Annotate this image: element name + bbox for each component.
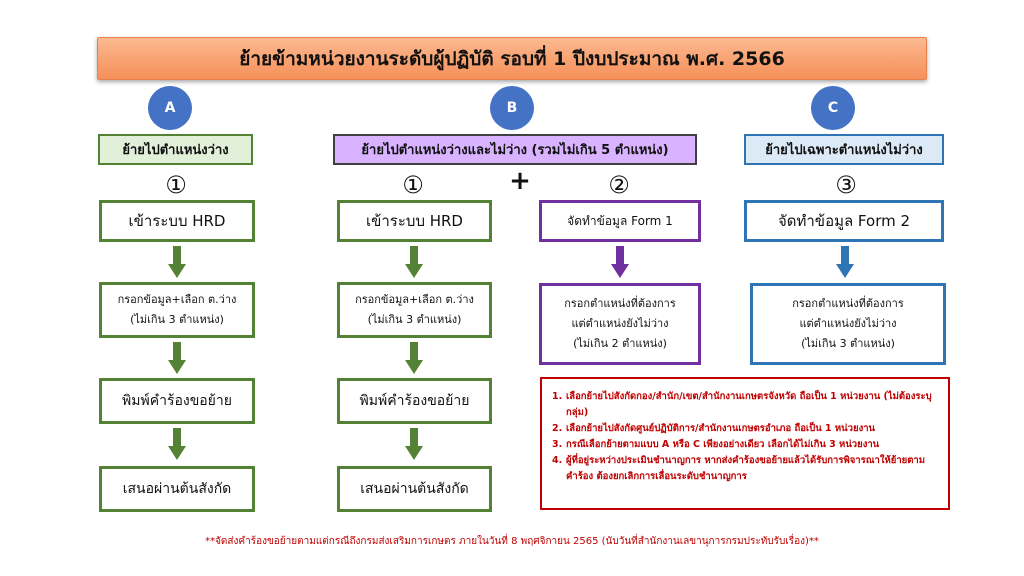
note-item: 4.ผู้ที่อยู่ระหว่างประเมินชำนาญการ หากส่… xyxy=(552,453,940,485)
form2-line2: แต่ตำแหน่งยังไม่ว่าง xyxy=(799,317,897,330)
down-arrow-icon xyxy=(405,246,423,278)
step-print-request-a: พิมพ์คำร้องขอย้าย xyxy=(99,378,255,424)
step-fill-data-a: กรอกข้อมูล+เลือก ต.ว่าง (ไม่เกิน 3 ตำแหน… xyxy=(99,282,255,338)
badge-a: A xyxy=(148,86,192,130)
step-login-hrd-a: เข้าระบบ HRD xyxy=(99,200,255,242)
note-item: 2.เลือกย้ายไปสังกัดศูนย์ปฏิบัติการ/สำนัก… xyxy=(552,421,940,437)
note-text: กรณีเลือกย้ายตามแบบ A หรือ C เพียงอย่างเ… xyxy=(566,439,880,450)
step-number-b1: ① xyxy=(402,171,424,199)
form1-line1: กรอกตำแหน่งที่ต้องการ xyxy=(564,297,676,310)
heading-b: ย้ายไปตำแหน่งว่างและไม่ว่าง (รวมไม่เกิน … xyxy=(333,134,697,165)
badge-b: B xyxy=(490,86,534,130)
step-form2: จัดทำข้อมูล Form 2 xyxy=(744,200,944,242)
step-form1: จัดทำข้อมูล Form 1 xyxy=(539,200,701,242)
step-fill-data-b: กรอกข้อมูล+เลือก ต.ว่าง (ไม่เกิน 3 ตำแหน… xyxy=(337,282,492,338)
form1-line2: แต่ตำแหน่งยังไม่ว่าง xyxy=(571,317,669,330)
down-arrow-icon xyxy=(405,342,423,374)
down-arrow-icon xyxy=(168,342,186,374)
step-fill-line2: (ไม่เกิน 3 ตำแหน่ง) xyxy=(367,313,462,326)
form2-line3: (ไม่เกิน 3 ตำแหน่ง) xyxy=(801,337,895,350)
down-arrow-icon xyxy=(405,428,423,460)
note-text: เลือกย้ายไปสังกัดศูนย์ปฏิบัติการ/สำนักงา… xyxy=(566,423,876,434)
note-item: 1.เลือกย้ายไปสังกัดกอง/สำนัก/เขต/สำนักงา… xyxy=(552,389,940,421)
note-text: ผู้ที่อยู่ระหว่างประเมินชำนาญการ หากส่งค… xyxy=(566,455,926,482)
form1-line3: (ไม่เกิน 2 ตำแหน่ง) xyxy=(573,337,667,350)
note-text: เลือกย้ายไปสังกัดกอง/สำนัก/เขต/สำนักงานเ… xyxy=(566,391,932,418)
step-number-c: ③ xyxy=(835,171,857,199)
step-submit-a: เสนอผ่านต้นสังกัด xyxy=(99,466,255,512)
step-fill-line1: กรอกข้อมูล+เลือก ต.ว่าง xyxy=(117,293,237,306)
step-login-hrd-b: เข้าระบบ HRD xyxy=(337,200,492,242)
down-arrow-icon xyxy=(836,246,854,278)
footer-note: **จัดส่งคำร้องขอย้ายตามแต่กรณีถึงกรมส่งเ… xyxy=(205,536,819,547)
page-title: ย้ายข้ามหน่วยงานระดับผู้ปฏิบัติ รอบที่ 1… xyxy=(97,37,927,80)
plus-sign: + xyxy=(509,166,531,196)
step-form2-detail: กรอกตำแหน่งที่ต้องการ แต่ตำแหน่งยังไม่ว่… xyxy=(750,283,946,365)
step-print-request-b: พิมพ์คำร้องขอย้าย xyxy=(337,378,492,424)
step-fill-line1: กรอกข้อมูล+เลือก ต.ว่าง xyxy=(355,293,474,306)
heading-c: ย้ายไปเฉพาะตำแหน่งไม่ว่าง xyxy=(744,134,944,165)
down-arrow-icon xyxy=(611,246,629,278)
notes-box: 1.เลือกย้ายไปสังกัดกอง/สำนัก/เขต/สำนักงา… xyxy=(540,377,950,510)
down-arrow-icon xyxy=(168,246,186,278)
step-form1-detail: กรอกตำแหน่งที่ต้องการ แต่ตำแหน่งยังไม่ว่… xyxy=(539,283,701,365)
step-fill-line2: (ไม่เกิน 3 ตำแหน่ง) xyxy=(130,313,224,326)
step-number-a: ① xyxy=(165,171,187,199)
badge-c: C xyxy=(811,86,855,130)
step-submit-b: เสนอผ่านต้นสังกัด xyxy=(337,466,492,512)
down-arrow-icon xyxy=(168,428,186,460)
step-number-b2: ② xyxy=(608,171,630,199)
note-item: 3.กรณีเลือกย้ายตามแบบ A หรือ C เพียงอย่า… xyxy=(552,437,940,453)
heading-a: ย้ายไปตำแหน่งว่าง xyxy=(98,134,253,165)
form2-line1: กรอกตำแหน่งที่ต้องการ xyxy=(792,297,904,310)
